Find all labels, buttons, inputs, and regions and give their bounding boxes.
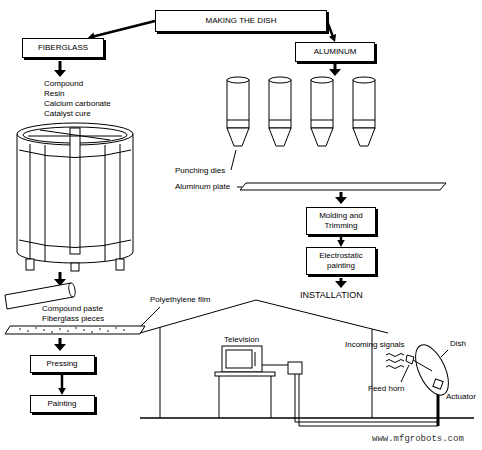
arrow-head [337, 240, 345, 247]
part-label: Compound paste [42, 304, 103, 314]
part-label: Fiberglass pieces [42, 314, 104, 324]
part-label: Calcium carbonate [44, 99, 111, 109]
part-label: Dish [450, 339, 466, 349]
process-box: Pressing [30, 355, 95, 373]
flow-arrow [58, 373, 66, 395]
punching-dies [227, 77, 446, 190]
part-label: Polyethylene film [150, 295, 210, 305]
watermark: www.mfgrobots.com [372, 434, 464, 445]
part-label: Punching dies [175, 166, 225, 176]
house-installation [140, 300, 474, 426]
part-label: Actuator [446, 392, 476, 402]
process-box: Molding and Trimming [306, 207, 376, 235]
box-text: ALUMINUM [314, 47, 357, 57]
box-text: MAKING THE DISH [206, 16, 277, 26]
arrow-shaft [327, 21, 333, 36]
paste-and-film [5, 283, 160, 334]
section-heading: INSTALLATION [300, 290, 363, 301]
arrow-head [58, 388, 66, 395]
part-label: Catalyst cure [44, 109, 91, 119]
flow-arrow [327, 21, 336, 42]
part-label: Incoming signals [345, 340, 405, 350]
title-box: MAKING THE DISH [155, 10, 327, 32]
process-box: ALUMINUM [295, 42, 375, 62]
box-text: FIBERGLASS [38, 43, 88, 53]
box-text: Pressing [46, 359, 77, 369]
process-box: Electrostatic painting [306, 247, 376, 275]
box-text: Painting [48, 399, 77, 409]
mixer-drum [17, 123, 133, 271]
arrow-head [329, 34, 336, 42]
part-label: Aluminum plate [175, 182, 230, 192]
process-box: FIBERGLASS [22, 38, 104, 58]
box-text: Electrostatic painting [311, 251, 371, 271]
part-label: Feed horn [368, 384, 404, 394]
arrow-shaft [61, 373, 64, 389]
flow-arrow [337, 235, 345, 247]
part-label: Resin [44, 89, 64, 99]
part-label: Television [224, 335, 259, 345]
part-label: Compound [44, 79, 83, 89]
process-box: Painting [30, 395, 95, 413]
arrow-shaft [93, 21, 155, 37]
box-text: Molding and Trimming [311, 211, 371, 231]
